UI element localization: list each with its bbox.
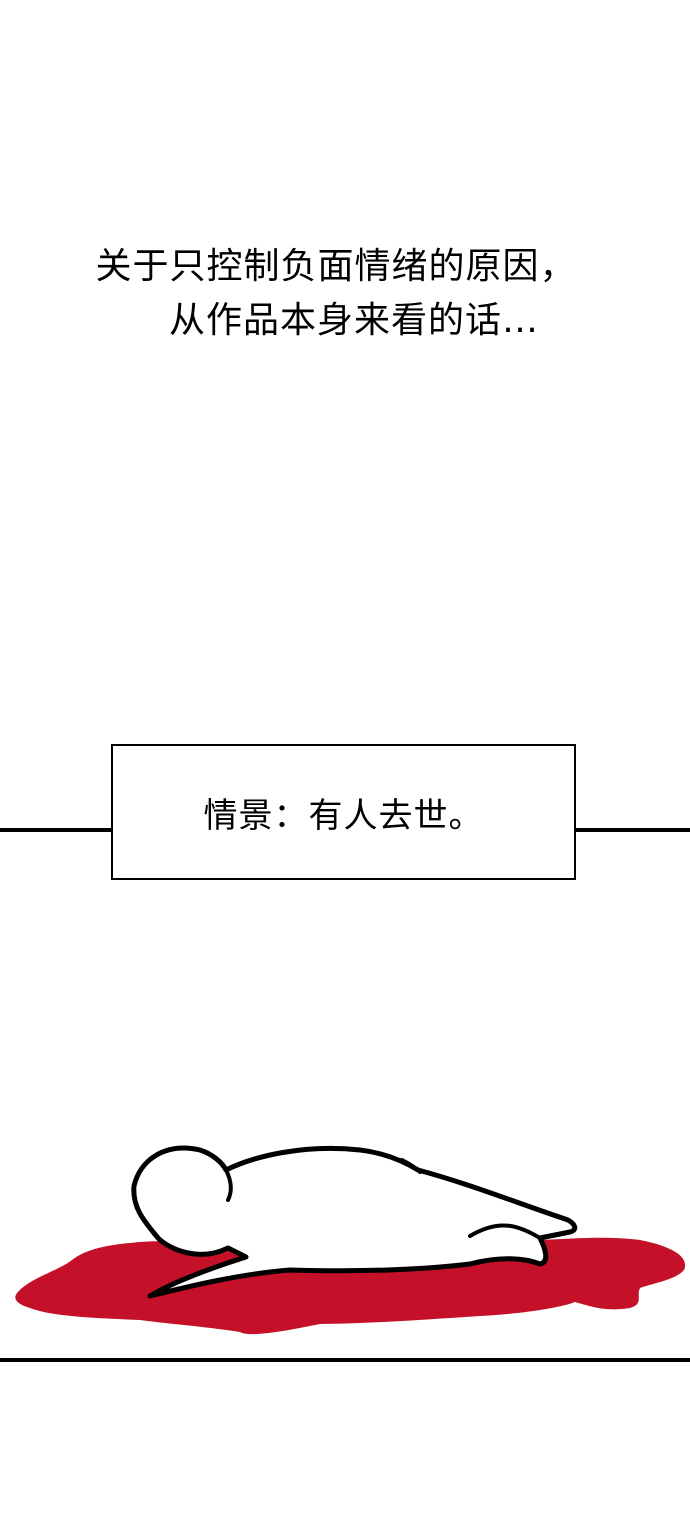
narration-line-2: 从作品本身来看的话… (168, 300, 539, 341)
panel-divider-bottom (0, 1358, 690, 1362)
narration-text: 关于只控制负面情绪的原因， 从作品本身来看的话… (0, 240, 690, 348)
figure-head-line (224, 1168, 233, 1202)
blood-pool (15, 1237, 686, 1335)
narration-line-1: 关于只控制负面情绪的原因， (95, 246, 577, 287)
panel-divider-left (0, 828, 112, 832)
caption-box: 情景：有人去世。 (111, 744, 576, 880)
caption-text: 情景：有人去世。 (203, 795, 484, 836)
figure-arm (468, 1223, 542, 1240)
panel-divider-right (576, 828, 690, 832)
scene-illustration (15, 1145, 686, 1335)
figure-back-line (400, 1158, 422, 1174)
